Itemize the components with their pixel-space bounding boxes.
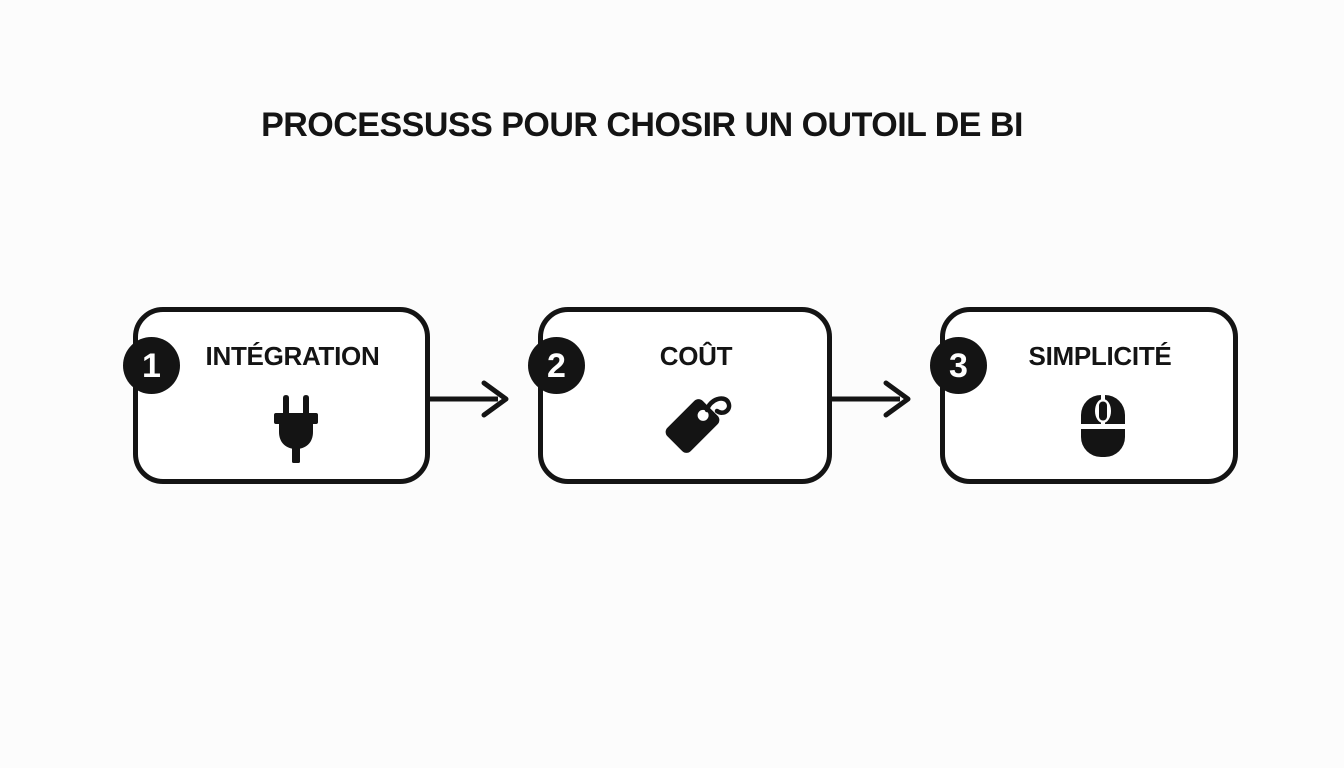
step-number-badge: 2 bbox=[528, 337, 585, 394]
step-label: SIMPLICITÉ bbox=[1028, 341, 1172, 371]
plug-icon bbox=[273, 395, 318, 463]
step-box-integration: 1 INTÉGRATION bbox=[123, 307, 430, 484]
step-number: 1 bbox=[142, 346, 161, 385]
mouse-icon bbox=[1081, 395, 1125, 457]
step-label: INTÉGRATION bbox=[205, 341, 380, 371]
price-tag-icon bbox=[662, 395, 736, 459]
step-label: COÛT bbox=[659, 341, 733, 371]
step-number-badge: 1 bbox=[123, 337, 180, 394]
step-number: 2 bbox=[547, 346, 566, 385]
step-box-cost: 2 COÛT bbox=[528, 307, 832, 484]
step-number: 3 bbox=[949, 346, 968, 385]
step-box-simplicity: 3 SIMPLICITÉ bbox=[930, 307, 1238, 484]
arrow-right-icon bbox=[832, 380, 911, 418]
arrow-right-icon bbox=[430, 380, 509, 418]
diagram-title: PROCESSUSS POUR CHOSIR UN OUTOIL DE BI bbox=[261, 106, 1023, 144]
step-number-badge: 3 bbox=[930, 337, 987, 394]
